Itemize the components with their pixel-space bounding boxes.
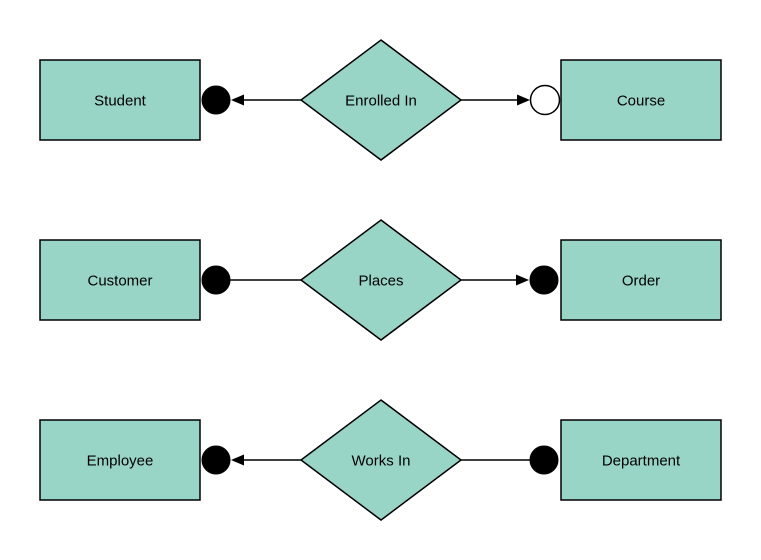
filled-dot-marker [529, 445, 559, 475]
arrowhead-icon [231, 454, 244, 466]
arrowhead-icon [516, 274, 529, 286]
relationship-works-in [299, 399, 463, 521]
entity-department-label: Department [602, 452, 681, 469]
open-dot-marker [529, 84, 561, 116]
arrowhead-icon [517, 94, 530, 106]
entity-course-label: Course [617, 92, 665, 109]
relationship-enrolled-in-label: Enrolled In [345, 92, 417, 109]
entity-customer [39, 239, 201, 321]
relationship-works-in-label: Works In [352, 452, 411, 469]
entity-student [39, 59, 201, 141]
arrowhead-icon [231, 94, 244, 106]
er-row-works-in: Employee Works In Department [39, 399, 722, 521]
filled-dot-marker [201, 445, 231, 475]
filled-dot-marker [201, 265, 231, 295]
entity-course [560, 59, 722, 141]
filled-dot-marker [201, 85, 231, 115]
entity-order [560, 239, 722, 321]
relationship-places [299, 219, 463, 341]
entity-employee [39, 419, 201, 501]
entity-customer-label: Customer [87, 272, 152, 289]
entity-student-label: Student [94, 92, 147, 109]
entity-department [560, 419, 722, 501]
entity-order-label: Order [622, 272, 660, 289]
entity-employee-label: Employee [87, 452, 154, 469]
relationship-places-label: Places [358, 272, 403, 289]
er-row-places: Customer Places Order [39, 219, 722, 341]
er-row-enrolled-in: Student Enrolled In Course [39, 39, 722, 161]
filled-dot-marker [529, 265, 559, 295]
relationship-enrolled-in [299, 39, 463, 161]
